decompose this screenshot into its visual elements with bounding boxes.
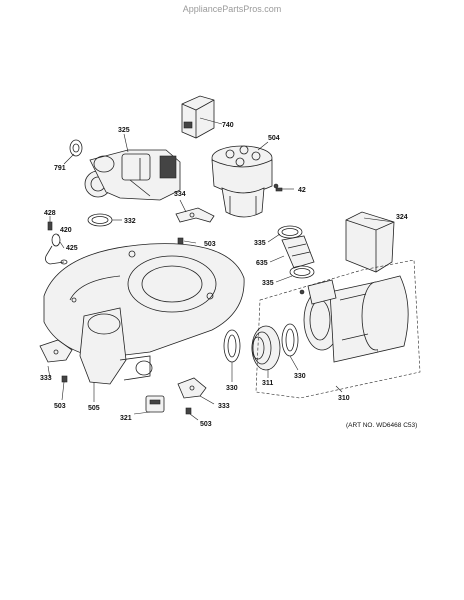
part-332-clamp[interactable] — [87, 213, 113, 227]
callout-325: 325 — [118, 127, 130, 134]
callout-503-upper: 503 — [204, 241, 216, 248]
part-740-cover[interactable] — [181, 95, 215, 139]
callout-311: 311 — [262, 380, 273, 387]
part-333-bracket-left[interactable] — [39, 339, 73, 363]
part-324-cover[interactable] — [345, 211, 395, 273]
part-330-clamp-left[interactable] — [223, 329, 241, 363]
art-number: (ART NO. WD6468 C53) — [346, 422, 418, 429]
callout-324: 324 — [396, 214, 408, 221]
callout-321: 321 — [120, 415, 132, 422]
callout-504: 504 — [268, 135, 280, 142]
callout-335-lower: 335 — [262, 280, 274, 287]
callout-334: 334 — [174, 191, 186, 198]
callout-503-lower: 503 — [200, 421, 212, 428]
part-503-screw-upper[interactable] — [177, 237, 184, 245]
callout-791: 791 — [54, 165, 66, 172]
part-310-pump-motor[interactable] — [255, 259, 421, 399]
part-42-screw[interactable] — [275, 187, 283, 192]
callout-333-left: 333 — [40, 375, 52, 382]
callout-425: 425 — [66, 245, 78, 252]
callout-503-left: 503 — [54, 403, 66, 410]
part-334-bracket[interactable] — [175, 207, 215, 223]
leader-lines — [47, 117, 395, 421]
callout-505: 505 — [88, 405, 100, 412]
part-425-hose[interactable] — [45, 255, 68, 265]
callout-330-right: 330 — [294, 373, 306, 380]
part-335-clamp-upper[interactable] — [277, 225, 303, 239]
part-311-bellows[interactable] — [251, 325, 281, 371]
part-503-screw-left[interactable] — [61, 375, 68, 383]
callout-428: 428 — [44, 210, 56, 217]
part-330-clamp-right[interactable] — [281, 323, 299, 357]
callout-330-left: 330 — [226, 385, 238, 392]
part-321-sensor[interactable] — [145, 395, 165, 413]
callout-740: 740 — [222, 122, 234, 129]
part-503-screw-lower[interactable] — [185, 407, 192, 415]
callout-310: 310 — [338, 395, 350, 402]
part-325-motor-assembly[interactable] — [84, 149, 181, 201]
callout-332: 332 — [124, 218, 136, 225]
part-791-clamp[interactable] — [69, 139, 83, 157]
part-420-fitting[interactable] — [45, 233, 61, 257]
callout-335-upper: 335 — [254, 240, 266, 247]
part-505-sump[interactable] — [43, 243, 245, 385]
callout-333-right: 333 — [218, 403, 230, 410]
callout-635: 635 — [256, 260, 268, 267]
watermark: AppliancePartsPros.com — [182, 4, 282, 14]
part-635-hose[interactable] — [281, 235, 315, 269]
part-335-clamp-lower[interactable] — [289, 265, 315, 279]
callout-420: 420 — [60, 227, 72, 234]
part-333-bracket-right[interactable] — [177, 377, 207, 399]
callout-42: 42 — [298, 187, 306, 194]
part-504-manifold[interactable] — [211, 145, 279, 218]
part-428-screw[interactable] — [47, 221, 53, 231]
